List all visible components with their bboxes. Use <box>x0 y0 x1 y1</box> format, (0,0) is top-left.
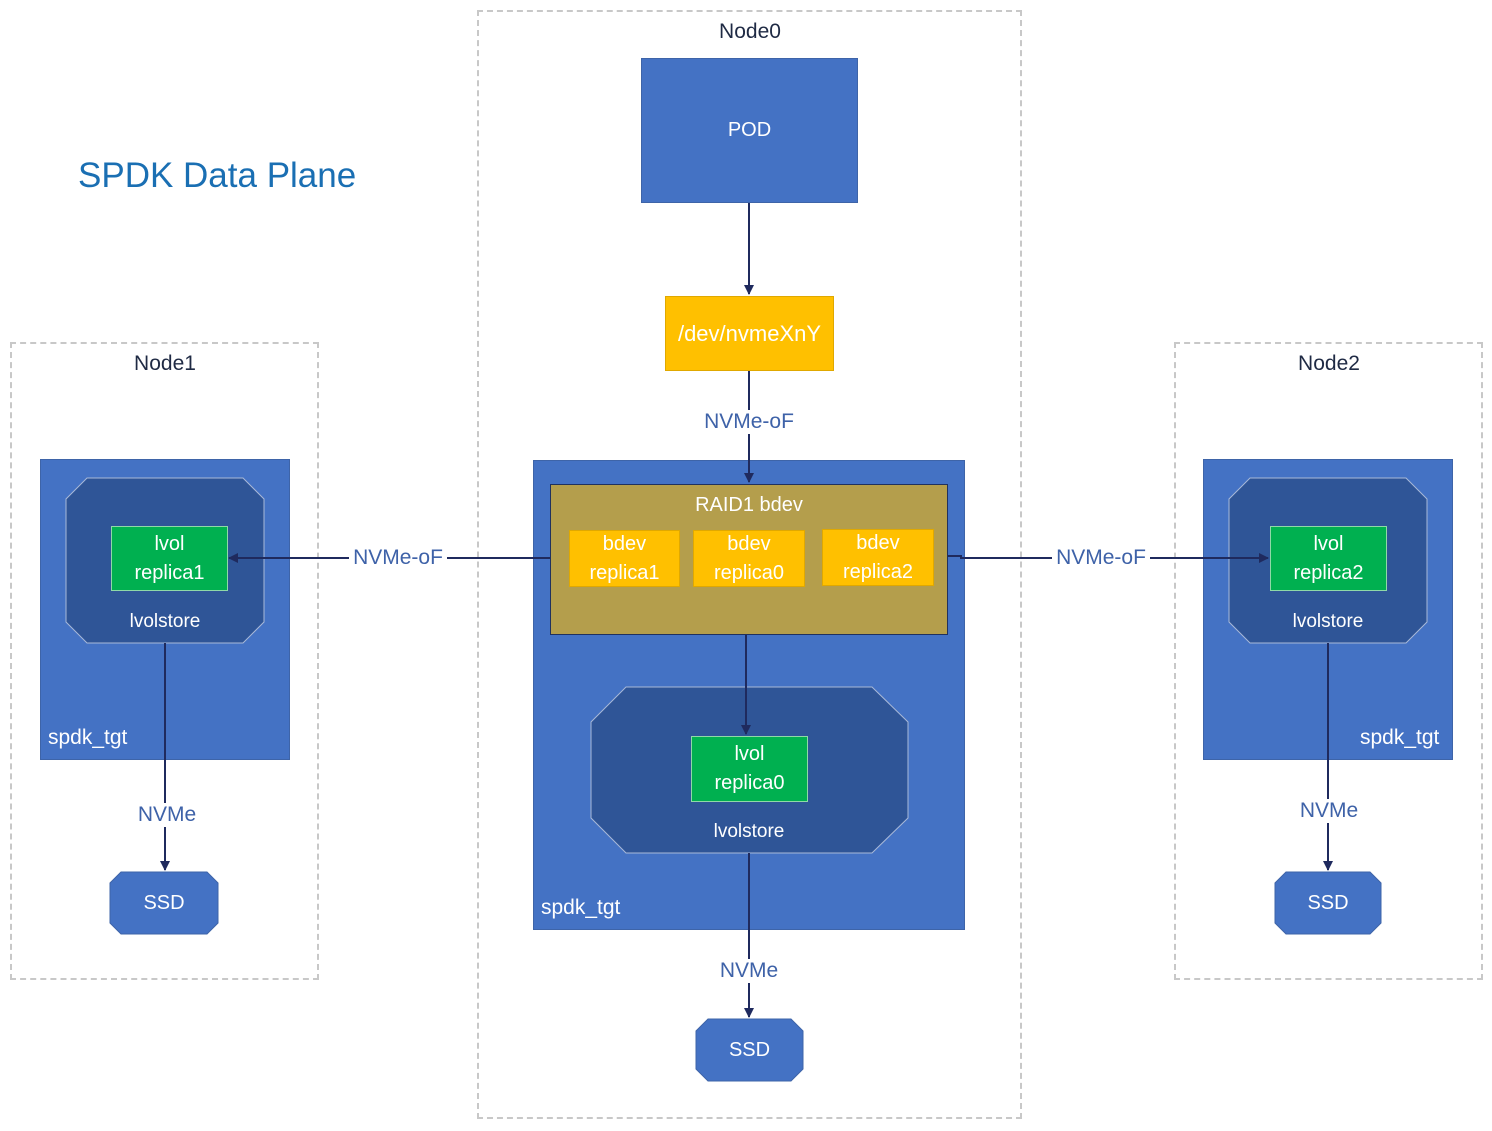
node0-title: Node0 <box>719 20 781 43</box>
node2-lvol-replica2-box: lvol replica2 <box>1270 526 1387 591</box>
node1-lvol-line1: lvol <box>154 532 185 555</box>
node1-ssd-label: SSD <box>143 891 185 914</box>
node0-frame <box>477 10 1022 1119</box>
bdev-replica0-line2: replica0 <box>713 561 785 584</box>
nvme-device-box: /dev/nvmeXnY <box>665 296 834 371</box>
node0-lvol-line1: lvol <box>734 743 765 765</box>
node0-ssd-label: SSD <box>728 1038 771 1061</box>
bdev-replica1-line2: replica1 <box>589 561 660 584</box>
device-to-raid-nvmeof-label: NVMe-oF <box>700 410 798 434</box>
node1-lvol-replica1-box: lvol replica1 <box>111 526 228 591</box>
node1-frame <box>10 342 319 980</box>
node2-ssd-label: SSD <box>1307 891 1349 914</box>
node2-lvol-line2: replica2 <box>1293 561 1364 584</box>
bdev-replica2-line2: replica2 <box>842 560 914 583</box>
node1-nvme-label: NVMe <box>131 803 203 827</box>
bdev-replica1-line1: bdev <box>602 532 647 555</box>
node1-nvmeof-label: NVMe-oF <box>349 546 447 570</box>
node2-ssd-shape <box>1274 871 1382 935</box>
bdev-replica1-box: bdev replica1 <box>569 530 680 587</box>
diagram-title: SPDK Data Plane <box>78 156 357 195</box>
node0-ssd-shape <box>695 1018 804 1082</box>
node2-title: Node2 <box>1298 352 1360 375</box>
raid1-bdev-label: RAID1 bdev <box>695 494 803 516</box>
bdev-replica0-box: bdev replica0 <box>693 530 805 587</box>
node2-nvmeof-label: NVMe-oF <box>1052 546 1150 570</box>
node0-nvme-label: NVMe <box>713 959 785 983</box>
node0-lvol-line2: replica0 <box>714 772 785 794</box>
node0-lvol-replica0-box: lvol replica0 <box>691 736 808 802</box>
node0-lvolstore-label: lvolstore <box>713 821 785 842</box>
bdev-replica2-box: bdev replica2 <box>822 529 934 586</box>
node2-lvolstore-label: lvolstore <box>1292 611 1364 632</box>
node2-frame <box>1174 342 1483 980</box>
node0-spdk-tgt-label: spdk_tgt <box>541 896 621 919</box>
bdev-replica0-line1: bdev <box>727 532 771 555</box>
pod-box: POD <box>641 58 858 203</box>
node2-nvme-label: NVMe <box>1293 799 1365 823</box>
bdev-replica2-line1: bdev <box>856 531 900 554</box>
node1-lvolstore-label: lvolstore <box>129 611 201 632</box>
node1-lvol-line2: replica1 <box>134 561 205 584</box>
node1-title: Node1 <box>134 352 196 375</box>
node2-lvol-line1: lvol <box>1313 532 1344 555</box>
node1-ssd-shape <box>109 871 219 935</box>
node1-spdk-tgt-label: spdk_tgt <box>48 726 128 749</box>
node2-spdk-tgt-label: spdk_tgt <box>1360 726 1440 749</box>
